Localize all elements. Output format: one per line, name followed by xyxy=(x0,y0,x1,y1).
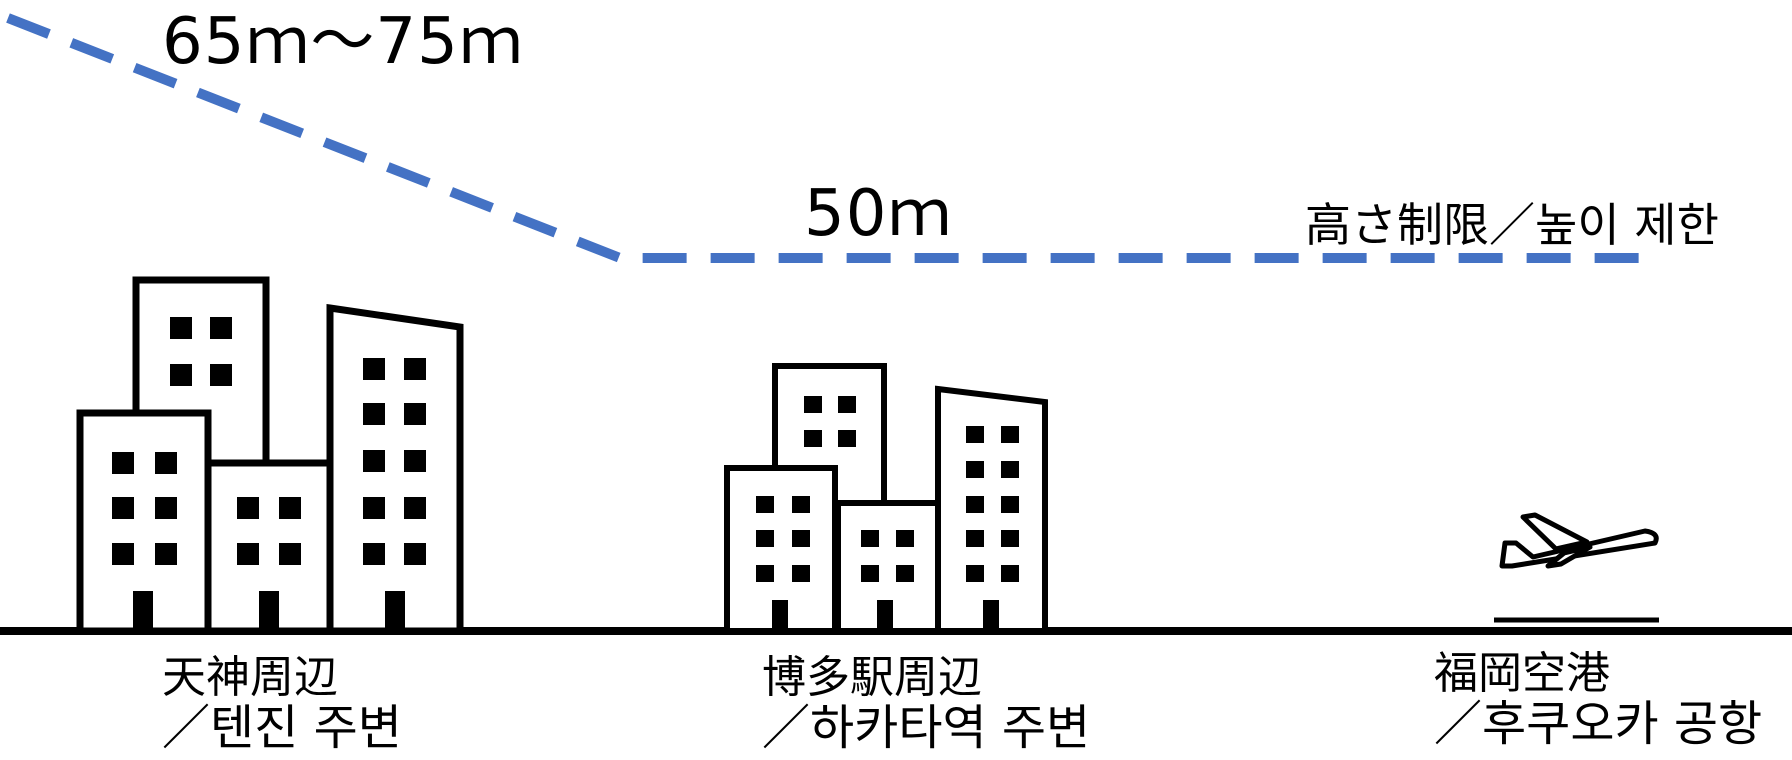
height-limit-line xyxy=(6,13,1650,263)
area-label-ko: ／하카타역 주변 xyxy=(762,700,1091,756)
buildings-large-icon xyxy=(76,276,464,635)
area-label-ko: ／텐진 주변 xyxy=(162,700,402,756)
height-limit-label-jp: 高さ制限 xyxy=(1305,198,1489,252)
area-label-jp: 天神周辺 xyxy=(162,652,338,703)
area-label-airport: 福岡空港 ／후쿠오카 공항 xyxy=(1434,648,1763,752)
height-label-hakata: 50ｍ xyxy=(804,177,953,251)
buildings-medium-icon xyxy=(724,363,1048,634)
area-label-jp: 博多駅周辺 xyxy=(762,652,982,703)
height-label-tenjin: 65ｍ～75ｍ xyxy=(162,5,524,79)
height-limit-label: 高さ制限／높이 제한 xyxy=(1305,202,1719,248)
height-limit-label-ko: ／높이 제한 xyxy=(1489,198,1719,252)
area-label-ko: ／후쿠오카 공항 xyxy=(1434,696,1763,752)
area-label-tenjin: 天神周辺 ／텐진 주변 xyxy=(162,652,402,756)
area-label-hakata: 博多駅周辺 ／하카타역 주변 xyxy=(762,652,1091,756)
airplane-takeoff-icon xyxy=(1494,512,1659,623)
area-label-jp: 福岡空港 xyxy=(1434,648,1610,699)
